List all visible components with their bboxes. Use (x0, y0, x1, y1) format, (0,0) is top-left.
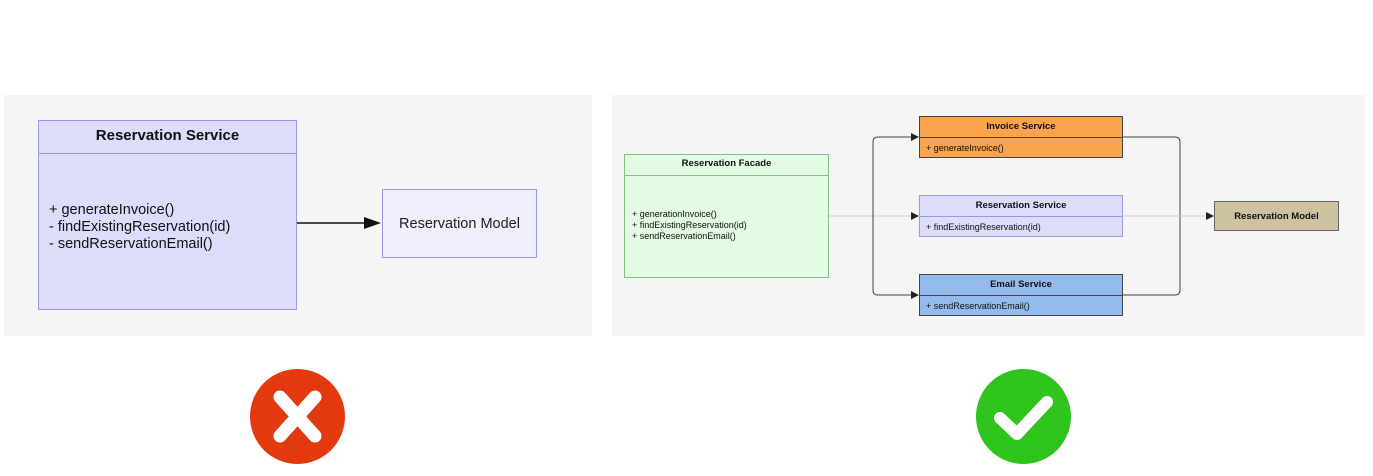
check-icon (976, 369, 1071, 464)
method-send-reservation-email: - sendReservationEmail() (49, 236, 213, 252)
email-service-class: Email Service + sendReservationEmail() (919, 274, 1123, 316)
email-to-model-line (1123, 216, 1181, 296)
method-generate-invoice: + generateInvoice() (49, 202, 175, 218)
facade-method-find-existing-reservation: + findExistingReservation(id) (632, 220, 747, 230)
reservation-model-title-right: Reservation Model (1234, 210, 1319, 222)
invoice-service-title: Invoice Service (920, 117, 1122, 138)
facade-to-invoice-line (872, 136, 911, 216)
reservation-facade-title: Reservation Facade (625, 155, 828, 176)
reservation-service-class-right: Reservation Service + findExistingReserv… (919, 195, 1123, 237)
cross-icon (250, 369, 345, 464)
reservation-service-title-right: Reservation Service (920, 196, 1122, 217)
email-service-method: + sendReservationEmail() (926, 301, 1030, 311)
arrowhead-email-service (911, 291, 919, 299)
reservation-service-class: Reservation Service + generateInvoice() … (38, 120, 297, 310)
reservation-facade-methods: + generationInvoice() + findExistingRese… (625, 176, 828, 242)
reservation-facade-class: Reservation Facade + generationInvoice()… (624, 154, 829, 278)
facade-method-generation-invoice: + generationInvoice() (632, 209, 717, 219)
invoice-service-method: + generateInvoice() (926, 143, 1004, 153)
reservation-model-class-right: Reservation Model (1214, 201, 1339, 231)
invoice-to-model-line (1123, 136, 1181, 216)
reservation-service-methods: + generateInvoice() - findExistingReserv… (39, 154, 296, 253)
reservation-model-class-left: Reservation Model (382, 189, 537, 258)
reservation-model-title-left: Reservation Model (399, 215, 520, 232)
facade-to-email-line (872, 216, 911, 296)
method-find-existing-reservation: - findExistingReservation(id) (49, 219, 231, 235)
arrowhead-invoice-service (911, 133, 919, 141)
reservation-service-method-right: + findExistingReservation(id) (926, 222, 1041, 232)
arrowhead-model (1206, 212, 1214, 220)
email-service-title: Email Service (920, 275, 1122, 296)
reservation-service-title: Reservation Service (39, 121, 296, 154)
arrowhead-reservation-service (911, 212, 919, 220)
invoice-service-class: Invoice Service + generateInvoice() (919, 116, 1123, 158)
arrowhead-left (364, 217, 381, 229)
facade-method-send-reservation-email: + sendReservationEmail() (632, 231, 736, 241)
